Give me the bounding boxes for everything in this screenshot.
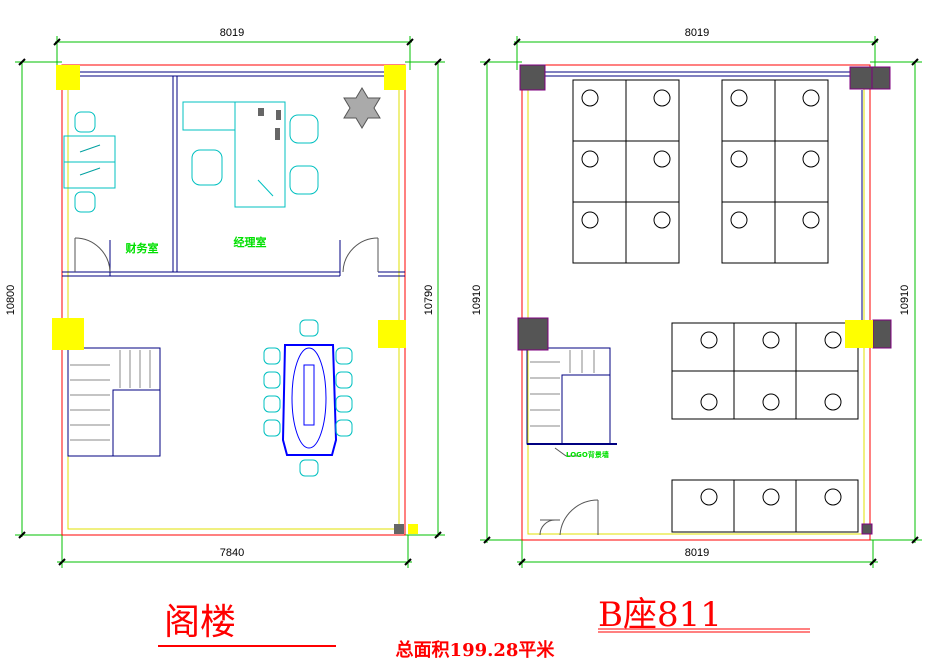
- room-label-finance: 财务室: [125, 241, 159, 255]
- desk: [671, 322, 735, 372]
- chair: [581, 211, 599, 229]
- chair: [762, 488, 780, 506]
- chair: [824, 488, 842, 506]
- right-columns: [517, 64, 892, 535]
- desk: [572, 140, 627, 203]
- plant-icon: [343, 87, 381, 129]
- desk: [733, 479, 797, 533]
- left-columns: [52, 65, 418, 534]
- desk: [721, 79, 776, 142]
- chair: [762, 393, 780, 411]
- chair: [802, 211, 820, 229]
- right-dim-bottom: 8019: [685, 547, 709, 559]
- desk: [625, 79, 680, 142]
- desk: [795, 479, 859, 533]
- interior-walls: [62, 76, 405, 277]
- right-plan: 8019 8019 10910 10910 LOGO背景墙: [471, 27, 922, 568]
- chair: [653, 150, 671, 168]
- total-area: 总面积199.28平米: [396, 639, 556, 661]
- chair: [824, 393, 842, 411]
- right-dim-right: 10910: [899, 285, 911, 316]
- left-plan: 8019 7840 10800 10790: [5, 27, 445, 568]
- finance-furniture: [63, 111, 116, 213]
- chair: [802, 150, 820, 168]
- left-dim-right: 10790: [423, 285, 435, 316]
- chair: [581, 150, 599, 168]
- desk: [572, 201, 627, 264]
- right-dimension-lines: [480, 36, 922, 568]
- left-dim-left: 10800: [5, 285, 17, 316]
- chair: [730, 211, 748, 229]
- desk: [572, 79, 627, 142]
- left-dim-bottom: 7840: [220, 547, 244, 559]
- chair: [700, 488, 718, 506]
- desk: [795, 370, 859, 420]
- workstations: [572, 79, 859, 533]
- desk: [774, 79, 829, 142]
- left-plan-title: 阁楼: [164, 602, 236, 643]
- chair: [581, 89, 599, 107]
- doors: [74, 237, 379, 273]
- chair: [730, 150, 748, 168]
- chair: [700, 393, 718, 411]
- chair: [802, 89, 820, 107]
- right-dim-top: 8019: [685, 27, 709, 39]
- desk: [733, 322, 797, 372]
- chair: [762, 331, 780, 349]
- chair: [824, 331, 842, 349]
- right-outer-wall: [521, 64, 871, 541]
- chair: [653, 211, 671, 229]
- chair: [730, 89, 748, 107]
- desk: [625, 201, 680, 264]
- left-dimension-lines: [15, 36, 445, 568]
- desk: [774, 140, 829, 203]
- desk: [733, 370, 797, 420]
- desk: [671, 370, 735, 420]
- desk: [721, 201, 776, 264]
- manager-furniture: [182, 101, 319, 208]
- chair: [700, 331, 718, 349]
- right-plan-title: B座811: [598, 595, 722, 635]
- left-staircase: [67, 347, 161, 457]
- logo-wall-label: LOGO背景墙: [566, 450, 609, 459]
- desk: [625, 140, 680, 203]
- left-dim-top: 8019: [220, 27, 244, 39]
- room-label-manager: 经理室: [234, 235, 267, 249]
- desk: [721, 140, 776, 203]
- right-dim-left: 10910: [471, 285, 483, 316]
- conference-table: [263, 319, 353, 477]
- left-outer-wall: [61, 64, 406, 536]
- chair: [653, 89, 671, 107]
- right-staircase: [526, 347, 617, 445]
- desk: [774, 201, 829, 264]
- entrance-door: [539, 499, 599, 536]
- desk: [671, 479, 735, 533]
